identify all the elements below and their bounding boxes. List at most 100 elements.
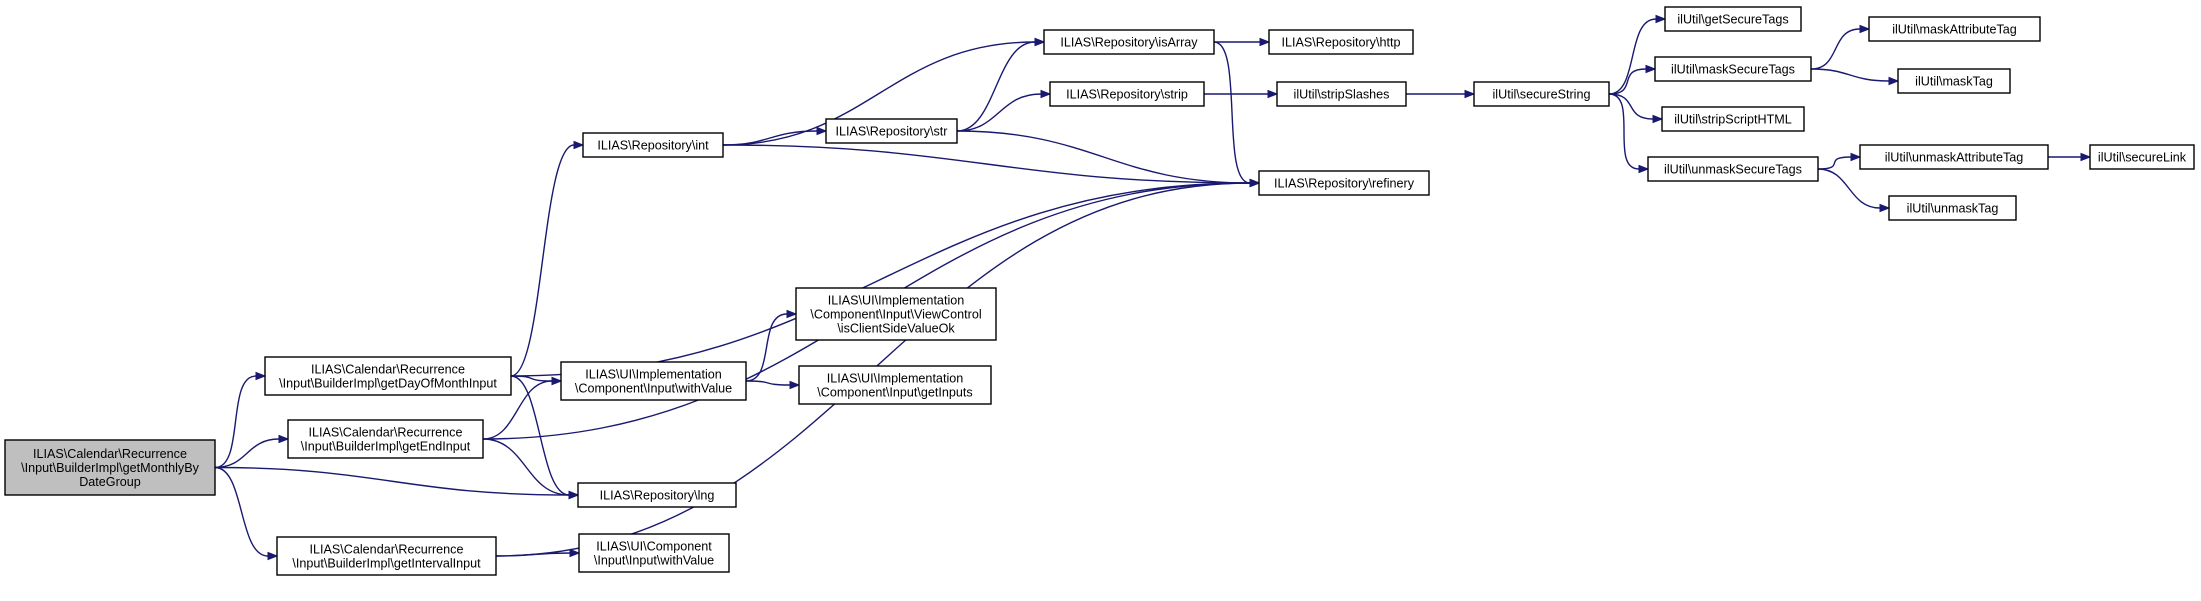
edge-line <box>722 144 1251 184</box>
edge-line <box>1608 18 1657 95</box>
edge-line <box>214 438 280 469</box>
graph-node-get-end-input[interactable]: ILIAS\Calendar\Recurrence\Input\BuilderI… <box>287 419 484 459</box>
node-box <box>560 361 747 401</box>
edge-arrowhead <box>568 490 580 500</box>
node-label-line: \Input\BuilderImpl\getIntervalInput <box>292 557 481 571</box>
node-label-line: ILIAS\Calendar\Recurrence <box>308 426 462 440</box>
graph-edge <box>1817 152 1862 170</box>
node-box <box>2089 144 2195 170</box>
node-label-line: ILIAS\Repository\str <box>836 125 948 139</box>
edge-line <box>956 130 1251 184</box>
graph-edge <box>1204 89 1279 99</box>
edge-line <box>1810 68 1890 82</box>
node-label-line: ILIAS\Repository\int <box>597 139 709 153</box>
edge-line <box>1608 68 1647 95</box>
edge-arrowhead <box>2080 152 2092 162</box>
graph-node-strip[interactable]: ILIAS\Repository\strip <box>1049 81 1205 107</box>
graph-node-root: ILIAS\Calendar\Recurrence\Input\BuilderI… <box>4 439 216 496</box>
graph-node-is-array[interactable]: ILIAS\Repository\isArray <box>1043 29 1215 55</box>
node-label-line: ILIAS\UI\Implementation <box>827 372 964 386</box>
node-box <box>1888 195 2017 221</box>
edge-arrowhead <box>786 309 798 319</box>
graph-edge <box>745 309 798 382</box>
graph-edge <box>2048 152 2092 162</box>
node-label-line: \Input\Input\withValue <box>594 554 714 568</box>
edge-line <box>214 375 257 469</box>
node-label-line: \Component\Input\getInputs <box>817 386 972 400</box>
edge-arrowhead <box>816 126 828 136</box>
node-label-line: ILIAS\UI\Implementation <box>585 368 722 382</box>
node-label-line: \Input\BuilderImpl\getEndInput <box>301 440 471 454</box>
graph-node-get-day-of-month-input[interactable]: ILIAS\Calendar\Recurrence\Input\BuilderI… <box>264 356 512 396</box>
edge-arrowhead <box>1267 89 1279 99</box>
graph-node-mask-attribute-tag[interactable]: ilUtil\maskAttributeTag <box>1868 16 2041 42</box>
graph-node-unmask-secure-tags[interactable]: ilUtil\unmaskSecureTags <box>1647 156 1819 182</box>
graph-node-impl-with-value[interactable]: ILIAS\UI\Implementation\Component\Input\… <box>560 361 747 401</box>
edge-arrowhead <box>1259 37 1271 47</box>
node-label-line: ILIAS\UI\Component <box>596 540 712 554</box>
graph-node-secure-link[interactable]: ilUtil\secureLink <box>2089 144 2195 170</box>
node-label-line: \Component\Input\withValue <box>575 382 732 396</box>
node-box <box>1043 29 1215 55</box>
graph-node-get-interval-input[interactable]: ILIAS\Calendar\Recurrence\Input\BuilderI… <box>276 536 497 576</box>
edge-arrowhead <box>1638 164 1650 174</box>
graph-edge <box>214 466 279 561</box>
graph-node-is-client-side-value-ok[interactable]: ILIAS\UI\Implementation\Component\Input\… <box>795 287 997 341</box>
node-label-line: \isClientSideValueOk <box>837 322 955 336</box>
graph-node-get-secure-tags[interactable]: ilUtil\getSecureTags <box>1664 6 1802 32</box>
node-box <box>287 419 484 459</box>
node-box <box>4 439 216 496</box>
node-label-line: DateGroup <box>79 475 141 489</box>
edge-line <box>214 466 269 557</box>
graph-node-unmask-tag[interactable]: ilUtil\unmaskTag <box>1888 195 2017 221</box>
node-box <box>582 132 724 158</box>
graph-node-lng[interactable]: ILIAS\Repository\lng <box>577 482 737 508</box>
edge-line <box>1608 93 1640 170</box>
node-label-line: ilUtil\secureString <box>1493 88 1591 102</box>
node-box <box>1258 170 1430 196</box>
edge-line <box>745 313 788 382</box>
graph-edge <box>1213 41 1261 188</box>
edge-arrowhead <box>573 140 585 150</box>
graph-edge <box>722 144 1261 188</box>
graph-edge <box>1608 93 1664 124</box>
node-box <box>1268 29 1414 55</box>
edge-arrowhead <box>1464 89 1476 99</box>
graph-node-secure-string[interactable]: ilUtil\secureString <box>1473 81 1610 107</box>
node-label-line: ilUtil\unmaskAttributeTag <box>1885 151 2024 165</box>
graph-edge <box>956 89 1052 132</box>
graph-node-get-inputs[interactable]: ILIAS\UI\Implementation\Component\Input\… <box>798 365 992 405</box>
call-graph-nodes: ILIAS\Calendar\Recurrence\Input\BuilderI… <box>4 6 2195 576</box>
graph-node-int[interactable]: ILIAS\Repository\int <box>582 132 724 158</box>
node-label-line: ILIAS\Repository\refinery <box>1274 177 1415 191</box>
graph-node-str[interactable]: ILIAS\Repository\str <box>825 118 958 144</box>
graph-edge <box>510 178 1261 377</box>
edge-arrowhead <box>1879 203 1891 213</box>
node-label-line: ILIAS\Repository\strip <box>1066 88 1188 102</box>
graph-node-refinery[interactable]: ILIAS\Repository\refinery <box>1258 170 1430 196</box>
graph-node-unmask-attribute-tag[interactable]: ilUtil\unmaskAttributeTag <box>1859 144 2049 170</box>
graph-edge <box>1810 68 1900 86</box>
graph-node-comp-with-value[interactable]: ILIAS\UI\Component\Input\Input\withValue <box>578 533 730 573</box>
graph-edge <box>214 466 580 500</box>
edge-arrowhead <box>551 376 563 386</box>
node-box <box>578 533 730 573</box>
node-box <box>1868 16 2041 42</box>
graph-node-strip-script-html[interactable]: ilUtil\stripScriptHTML <box>1661 106 1805 132</box>
node-label-line: ILIAS\Calendar\Recurrence <box>309 543 463 557</box>
node-label-line: ilUtil\secureLink <box>2098 151 2187 165</box>
edge-line <box>1213 41 1251 184</box>
node-box <box>1897 68 2011 94</box>
node-box <box>577 482 737 508</box>
graph-node-strip-slashes[interactable]: ilUtil\stripSlashes <box>1276 81 1407 107</box>
node-box <box>264 356 512 396</box>
node-label-line: ILIAS\Repository\isArray <box>1060 36 1198 50</box>
graph-node-mask-tag[interactable]: ilUtil\maskTag <box>1897 68 2011 94</box>
edge-arrowhead <box>278 434 290 444</box>
edge-arrowhead <box>1655 14 1667 24</box>
edge-arrowhead <box>1850 152 1862 162</box>
graph-edge <box>1406 89 1476 99</box>
graph-node-mask-secure-tags[interactable]: ilUtil\maskSecureTags <box>1654 56 1812 82</box>
edge-arrowhead <box>1249 178 1261 188</box>
graph-node-http[interactable]: ILIAS\Repository\http <box>1268 29 1414 55</box>
